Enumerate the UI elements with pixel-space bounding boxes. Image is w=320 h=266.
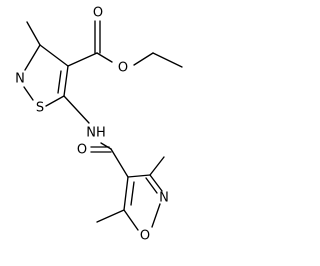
bond-lines (23, 20, 183, 231)
bond-c3-n-a (149, 174, 163, 192)
bond-c4-c5 (63, 65, 69, 97)
bond-ester-c-o (96, 52, 113, 63)
bond-c4-c3 (127, 174, 151, 178)
bond-c3-methyl-top (149, 156, 165, 176)
bond-c3-methyl (26, 21, 41, 46)
isothiazole-nitrogen: N (15, 72, 25, 87)
ester-ether-oxygen: O (118, 61, 128, 76)
atom-labels: O O N S NH O N O (15, 6, 169, 244)
bond-c4-ester-c (67, 52, 98, 67)
ester-carbonyl-oxygen: O (93, 6, 103, 21)
bond-c4-c5-inner (57, 70, 62, 94)
bond-s-n (23, 86, 34, 101)
bond-c3-n-b (145, 177, 158, 194)
amide-nh: NH (86, 126, 106, 141)
amide-oxygen: O (77, 143, 87, 158)
bond-n-c3 (24, 44, 41, 71)
bond-c5-methyl (96, 209, 125, 223)
bond-o-ch2 (133, 52, 154, 66)
bond-nh-amide-c (100, 142, 112, 150)
isoxazole-nitrogen: N (159, 191, 169, 206)
bond-ch2-ch3 (152, 52, 183, 68)
chemical-structure: O O N S NH O N O (15, 6, 183, 244)
bond-c3-c4 (39, 44, 69, 67)
isothiazole-sulfur: S (36, 101, 44, 116)
bond-n-o (151, 203, 161, 228)
bond-c5-c4 (123, 176, 129, 211)
bond-c5-s (45, 95, 65, 107)
bond-c5-c4-inner (130, 181, 135, 206)
isoxazole-oxygen: O (140, 229, 150, 244)
bond-c5-nh (63, 95, 90, 124)
bond-o-c5 (123, 209, 139, 231)
bond-amide-c-ring-c4 (110, 148, 129, 178)
